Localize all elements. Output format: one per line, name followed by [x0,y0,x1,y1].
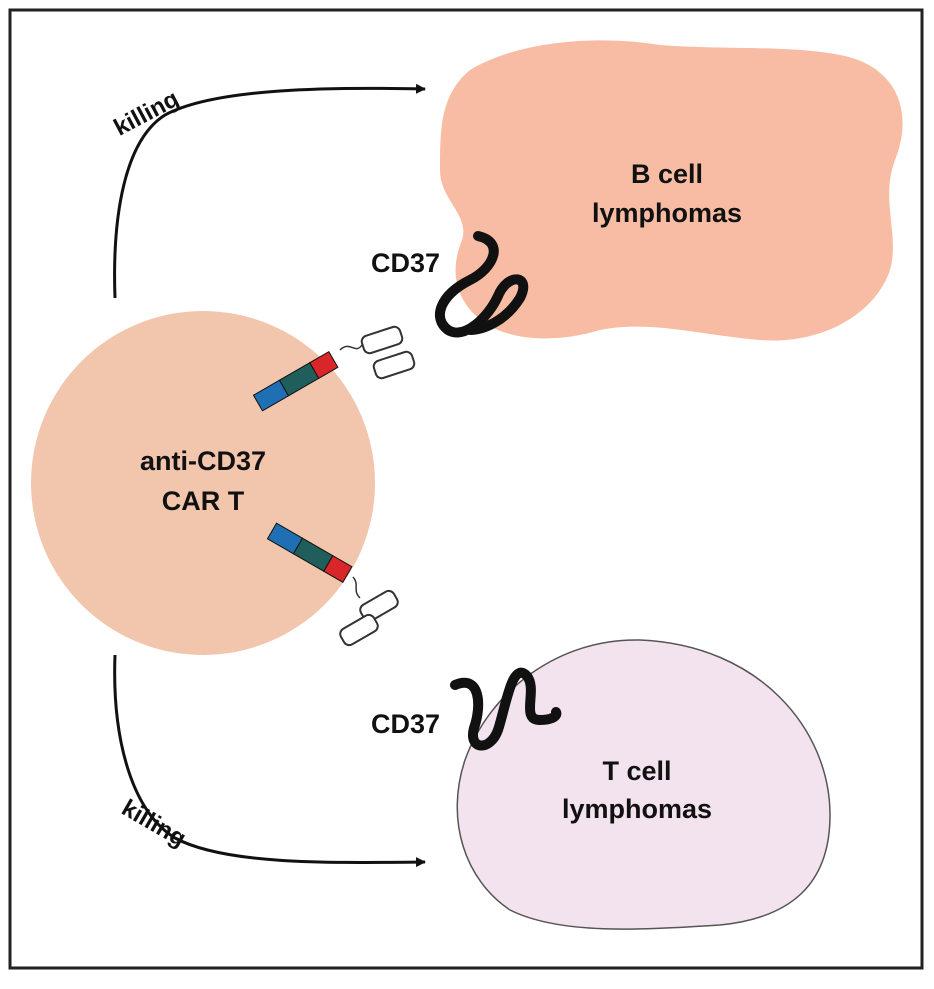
cd37-marker-t [450,667,562,751]
car-lower-linker [352,576,361,599]
car-t-label-line2: CAR T [162,486,245,516]
t-cell-lymphoma-shape [456,639,831,930]
car-upper-scfv [360,325,416,380]
car-lower-scfv [339,589,399,647]
b-cell-label-line2: lymphomas [592,198,742,228]
b-cell-lymphoma-shape [440,40,903,341]
cd37-marker-b [434,231,529,338]
t-cell-label-line2: lymphomas [562,794,712,824]
car-receptor-lower [266,522,353,583]
car-t-cell-shape [31,311,375,655]
killing-arrow-bottom [113,654,426,868]
car-t-label-line1: anti-CD37 [140,446,266,476]
car-upper-linker [339,344,363,351]
t-cell-label-line1: T cell [602,756,671,786]
killing-arrow-top [113,83,426,299]
car-upper-red-segment [309,351,339,379]
cd37-label-t: CD37 [371,709,440,739]
b-cell-label-line1: B cell [631,159,703,189]
car-lower-red-segment [323,555,353,583]
car-receptor-upper [252,351,339,412]
cd37-label-b: CD37 [371,248,440,278]
